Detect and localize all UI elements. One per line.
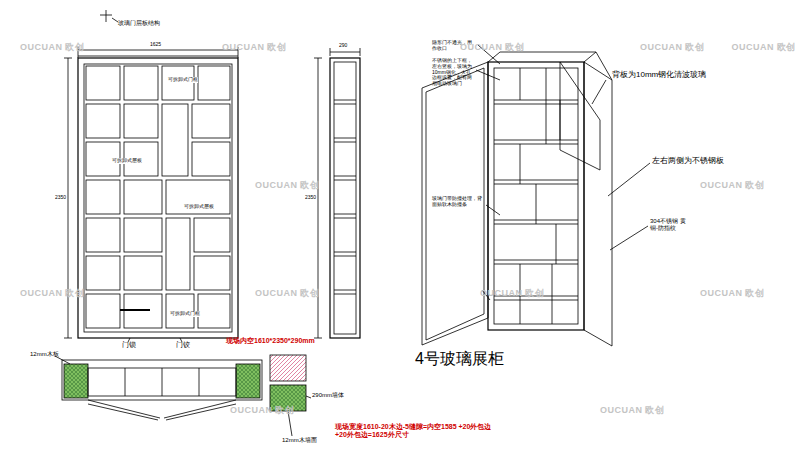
drawing-rect <box>192 142 230 176</box>
annotation-label: 可拆卸式门框 <box>168 77 198 83</box>
drawing-rect <box>86 104 120 138</box>
drawing-path <box>288 396 311 436</box>
wall-detail <box>270 355 311 436</box>
drawing-rect <box>88 368 236 396</box>
drawing-rect <box>124 104 158 138</box>
drawing-rect <box>192 104 230 138</box>
drawing-path <box>520 68 560 324</box>
drawing-rect <box>86 218 120 252</box>
drawing-path <box>100 10 118 22</box>
watermark: OUCUAN 欧创 <box>20 288 85 298</box>
annotation-label: 304不锈钢 黄铜-防指纹 <box>650 218 690 232</box>
drawing-rect <box>494 68 578 324</box>
drawing-title: 4号玻璃展柜 <box>415 350 504 368</box>
drawing-rect <box>166 180 230 214</box>
drawing-rect <box>124 256 162 290</box>
drawing-path <box>125 368 199 396</box>
drawing-path <box>120 309 150 311</box>
drawing-polygon <box>560 62 600 170</box>
watermark: OUCUAN 欧创 <box>20 42 85 52</box>
drawing-rect <box>124 218 162 252</box>
side-elevation <box>314 48 360 338</box>
watermark: OUCUAN 欧创 <box>222 42 287 52</box>
watermark: OUCUAN 欧创 <box>700 180 765 190</box>
annotation-label: 1625 <box>150 42 161 48</box>
drawing-rect <box>166 218 190 290</box>
drawing-rect <box>64 364 88 398</box>
annotation-label: 2350 <box>55 195 66 201</box>
drawing-rect <box>162 104 188 176</box>
watermark: OUCUAN 欧创 <box>460 42 525 52</box>
drawing-rect <box>330 58 360 338</box>
drawing-rect <box>86 294 120 328</box>
annotation-label: 可拆卸式门框 <box>170 311 200 317</box>
drawing-path <box>55 356 70 364</box>
drawing-rect <box>86 256 120 290</box>
annotation-label: 12mm木板 <box>30 351 59 358</box>
annotation-label: 现场内空1610*2350*290mm <box>226 337 315 345</box>
drawing-rect <box>194 218 230 252</box>
drawing-polygon <box>426 68 484 340</box>
annotation-label: 290mm墙体 <box>312 392 344 399</box>
drawing-rect <box>198 294 230 328</box>
drawing-rect <box>124 66 158 100</box>
drawing-path <box>330 48 360 56</box>
drawing-rect <box>162 66 194 100</box>
drawing-path <box>334 100 356 294</box>
drawing-path <box>78 47 238 58</box>
drawing-rect <box>270 355 306 381</box>
drawing-path <box>592 80 650 250</box>
drawing-rect <box>194 256 230 290</box>
annotation-label: 2350 <box>305 195 316 201</box>
watermark: OUCUAN 欧创 <box>230 405 295 415</box>
annotation-label: 玻璃门带防撞处理，背面贴软木防撞条 <box>432 196 482 208</box>
annotation-label: 可拆卸式层板 <box>184 204 214 210</box>
watermark: OUCUAN 欧创 <box>255 180 320 190</box>
drawing-path <box>488 52 612 80</box>
watermark: OUCUAN 欧创 <box>600 405 665 415</box>
annotation-label: 现场宽度1610-20木边-5缝隙=内空1585 +20外包边+20外包边=16… <box>335 423 493 439</box>
drawing-polygon <box>422 62 488 345</box>
front-elevation <box>64 10 238 342</box>
annotation-label: 左右两侧为不锈钢板 <box>652 156 724 165</box>
watermark: OUCUAN 欧创 <box>732 42 797 52</box>
annotation-label: 门铰 <box>176 341 190 349</box>
drawing-path <box>128 338 182 342</box>
isometric-view <box>422 45 650 346</box>
annotation-label: 门锁 <box>122 341 136 349</box>
drawing-rect <box>86 66 120 100</box>
annotation-label: 不锈钢的上下框，左右竖板，玻璃为10mm钢化，大孔边框设置，配有两扇电动玻璃门 <box>432 58 472 87</box>
annotation-label: 290 <box>339 43 347 49</box>
drawing-rect <box>84 64 232 332</box>
annotation-label: 可拆卸式层板 <box>112 158 142 164</box>
drawing-rect <box>78 58 238 338</box>
annotation-label: 12mm木墙面 <box>282 437 317 444</box>
annotation-label: 玻璃门层板结构 <box>118 20 160 27</box>
watermark: OUCUAN 欧创 <box>255 288 320 298</box>
drawing-polygon <box>584 62 612 346</box>
drawing-path <box>476 45 500 300</box>
drawing-rect <box>198 66 230 100</box>
drawing-path <box>88 400 236 420</box>
drawing-rect <box>62 360 262 400</box>
watermark: OUCUAN 欧创 <box>640 42 705 52</box>
drawing-rect <box>124 180 162 214</box>
drawing-rect <box>236 364 260 398</box>
watermark: OUCUAN 欧创 <box>700 288 765 298</box>
drawing-rect <box>334 62 356 334</box>
watermark: OUCUAN 欧创 <box>480 288 545 298</box>
annotation-label: 背板为10mm钢化清波玻璃 <box>612 70 706 79</box>
drawing-rect <box>86 180 120 214</box>
